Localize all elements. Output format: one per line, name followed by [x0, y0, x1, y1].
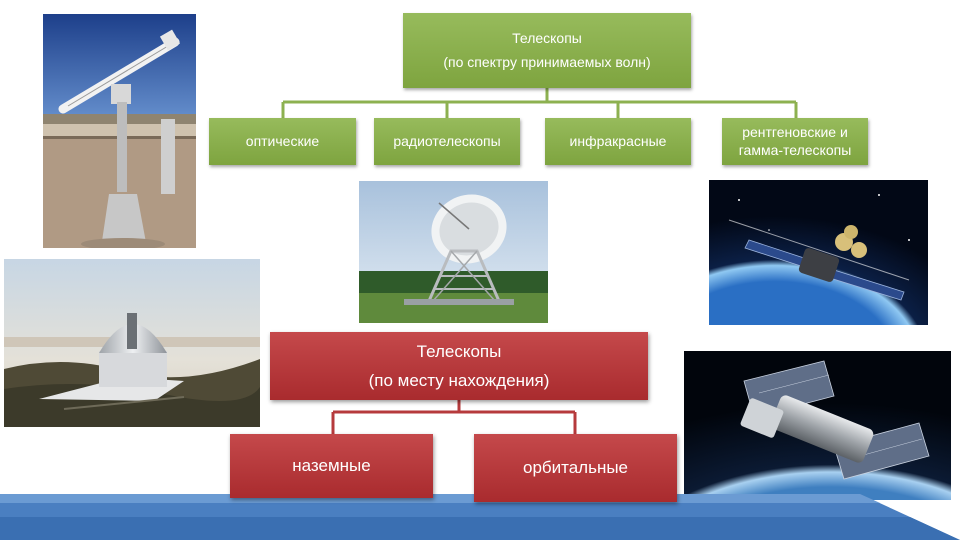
location-node-label: орбитальные: [522, 458, 629, 478]
spectrum-node-label: оптические: [245, 132, 320, 149]
location-node-label: наземные: [292, 456, 371, 476]
location-node-ground: наземные: [230, 434, 433, 498]
spectrum-node-label-line2: гамма-телескопы: [738, 141, 852, 158]
spectrum-root-subtitle: (по спектру принимаемых волн): [443, 53, 651, 70]
spectrum-node-optical: оптические: [209, 118, 356, 165]
optical-refractor-telescope-photo: [43, 14, 196, 248]
location-root-title: Телескопы: [416, 341, 502, 361]
spectrum-node-label-line1: рентгеновские и: [742, 124, 848, 140]
ground-observatory-dome-photo: [4, 259, 260, 427]
location-tree-connectors: [331, 400, 577, 434]
xray-gamma-satellite-photo: [709, 180, 928, 325]
location-node-orbital: орбитальные: [474, 434, 677, 502]
radio-telescope-dish-photo: [359, 181, 548, 323]
spectrum-node-infrared: инфракрасные: [545, 118, 691, 165]
spectrum-node-label: радиотелескопы: [393, 132, 501, 149]
location-tree-root: Телескопы (по месту нахождения): [270, 332, 648, 400]
spectrum-tree-connectors: [281, 88, 798, 118]
spectrum-node-radio: радиотелескопы: [374, 118, 520, 165]
location-root-subtitle: (по месту нахождения): [368, 371, 550, 390]
spectrum-node-xray-gamma: рентгеновские и гамма-телескопы: [722, 118, 868, 165]
spectrum-root-title: Телескопы: [512, 30, 582, 46]
spectrum-tree-root: Телескопы (по спектру принимаемых волн): [403, 13, 691, 88]
spectrum-node-label: инфракрасные: [569, 132, 667, 149]
orbital-space-telescope-photo: [684, 351, 951, 500]
